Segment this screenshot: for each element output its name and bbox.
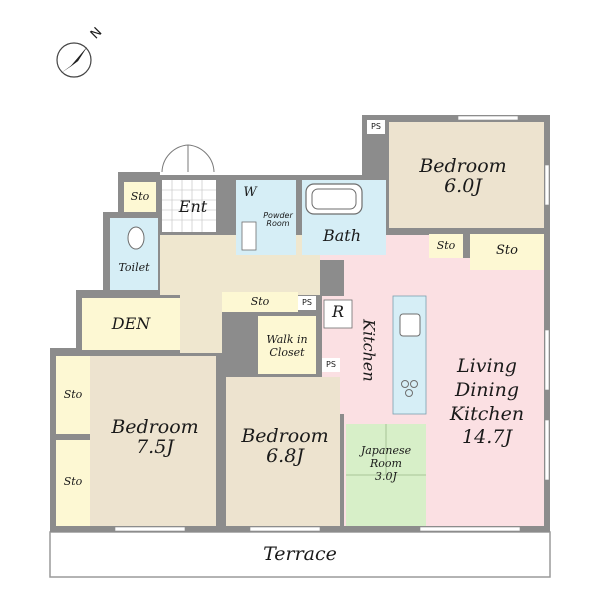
- label-storage-top-small: Sto: [436, 239, 456, 252]
- ps-top-box: [367, 120, 385, 134]
- ldk-size: 14.7J: [462, 426, 512, 449]
- room-bedroom-mid: [226, 377, 340, 526]
- hall-down: [180, 295, 222, 353]
- label-walkin-closet: Walk in Closet: [258, 333, 316, 359]
- room-bedroom-top: [389, 122, 544, 228]
- bedroom-left-name: Bedroom: [111, 416, 199, 438]
- label-ldk: Living Dining Kitchen 14.7J: [432, 355, 542, 450]
- japanese-line2: Room: [370, 457, 402, 471]
- bedroom-mid-size: 6.8J: [266, 444, 304, 467]
- ldk-line3: Kitchen: [449, 402, 525, 425]
- stove-burner-2: [410, 380, 418, 388]
- ldk-line2: Dining: [454, 378, 520, 401]
- stove-burner-1: [401, 380, 409, 388]
- bedroom-mid-name: Bedroom: [241, 425, 329, 447]
- label-bedroom-top: Bedroom 6.0J: [413, 155, 513, 197]
- storage-left-upper: [56, 356, 90, 434]
- ldk-line1: Living: [457, 355, 517, 377]
- label-toilet: Toilet: [118, 261, 150, 274]
- walkin-line2: Closet: [269, 346, 305, 360]
- label-storage-left-lower: Sto: [63, 475, 83, 488]
- ps-hall-box: [298, 296, 316, 310]
- fridge-space: [323, 299, 353, 329]
- label-bath: Bath: [322, 226, 362, 245]
- windows: [114, 115, 550, 532]
- label-bedroom-left: Bedroom 7.5J: [100, 416, 210, 458]
- label-powder-room: Powder Room: [258, 211, 298, 229]
- tatami-lines: [346, 424, 426, 476]
- storage-hall: [222, 292, 298, 312]
- sink: [399, 313, 421, 337]
- room-bedroom-left: [90, 356, 216, 526]
- storage-top-big: [470, 234, 544, 270]
- powder-line2: Room: [266, 219, 290, 229]
- label-kitchen: Kitchen: [359, 319, 379, 382]
- bedroom-top-size: 6.0J: [444, 174, 482, 197]
- label-storage-hall: Sto: [250, 295, 270, 308]
- label-terrace: Terrace: [263, 543, 337, 565]
- room-walkin-closet: [258, 316, 316, 374]
- entrance-tiles: [162, 180, 216, 232]
- compass-needle-icon: [56, 42, 92, 78]
- label-storage-left-upper: Sto: [63, 388, 83, 401]
- terrace-area: [49, 531, 551, 578]
- room-den: [82, 298, 180, 350]
- label-japanese-room: Japanese Room 3.0J: [346, 444, 426, 484]
- compass: [54, 40, 94, 80]
- bedroom-left-size: 7.5J: [136, 435, 174, 458]
- label-den: DEN: [111, 314, 151, 333]
- walkin-line1: Walk in: [266, 333, 308, 346]
- washbasin: [241, 221, 257, 251]
- bathtub-inner: [311, 188, 357, 210]
- label-storage-entrance: Sto: [130, 190, 150, 203]
- label-entrance: Ent: [178, 197, 208, 216]
- room-entrance: [162, 180, 216, 232]
- label-storage-top-big: Sto: [496, 243, 518, 258]
- storage-left-lower: [56, 440, 90, 526]
- toilet-bowl: [127, 226, 145, 250]
- storage-entrance: [124, 182, 156, 212]
- ps-kitchen-box: [322, 358, 340, 372]
- label-ps-hall: PS: [302, 298, 312, 307]
- japanese-line1: Japanese: [360, 444, 412, 457]
- storage-top-small: [429, 234, 463, 258]
- label-washer: W: [243, 185, 257, 200]
- japanese-size: 3.0J: [375, 470, 397, 484]
- entrance-door: [161, 144, 215, 173]
- label-fridge: R: [331, 302, 345, 321]
- label-bedroom-mid: Bedroom 6.8J: [230, 425, 340, 467]
- label-ps-top: PS: [371, 122, 381, 131]
- bathtub: [305, 183, 363, 215]
- bedroom-top-name: Bedroom: [419, 155, 507, 177]
- powder-line1: Powder: [263, 211, 293, 220]
- stove-burner-3: [405, 389, 413, 397]
- label-ps-kitchen: PS: [326, 360, 336, 369]
